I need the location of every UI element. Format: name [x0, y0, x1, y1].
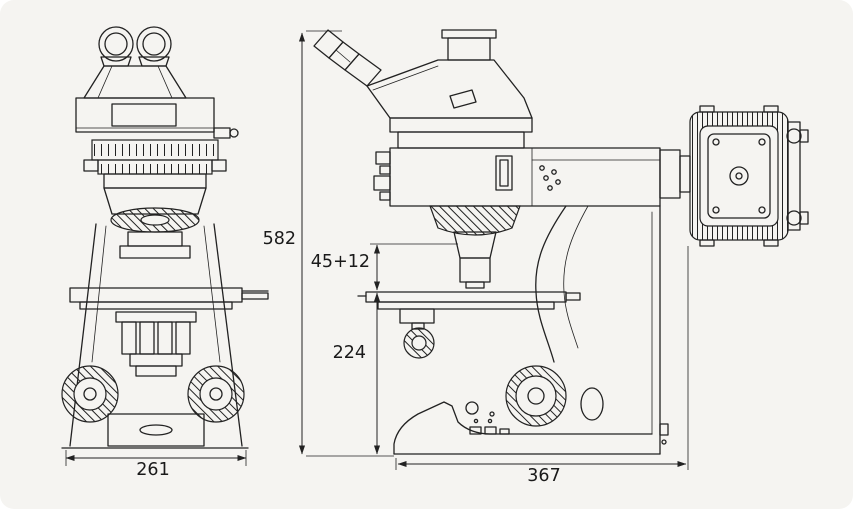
side-stage-knob: [403, 327, 435, 359]
side-view: [313, 29, 809, 455]
front-intermediate-tube: [83, 139, 227, 189]
front-condenser: [115, 311, 197, 377]
side-stage: [357, 291, 581, 330]
side-body: [373, 147, 661, 207]
side-focus-knob: [505, 365, 567, 427]
side-arm: [535, 205, 661, 455]
dim-label-depth: 367: [527, 466, 560, 486]
front-focus-knob-right: [187, 365, 245, 423]
front-view: [61, 26, 269, 449]
dimension-depth: 367: [395, 246, 689, 486]
dim-label-overall-height: 582: [263, 229, 296, 249]
side-eyepiece-tube: [313, 29, 382, 87]
dimension-front-width: 261: [65, 450, 247, 480]
dimension-focus-travel: 45+12: [311, 243, 458, 291]
side-base: [393, 401, 669, 455]
front-base: [61, 413, 249, 449]
dim-label-focus-travel: 45+12: [311, 252, 370, 272]
side-camera-attachment: [659, 105, 809, 247]
side-head: [366, 29, 533, 149]
dim-label-front-width: 261: [136, 460, 169, 480]
front-focus-knob-left: [61, 365, 119, 423]
front-nosepiece: [103, 187, 207, 233]
front-head: [75, 65, 239, 139]
side-nosepiece-objective: [429, 205, 521, 289]
dimension-stage-height: 224: [333, 292, 381, 455]
dim-label-stage-height: 224: [333, 343, 366, 363]
front-eyepieces-icon: [98, 26, 172, 67]
dimension-overall-height: 582: [263, 30, 394, 457]
front-stage: [69, 287, 269, 310]
